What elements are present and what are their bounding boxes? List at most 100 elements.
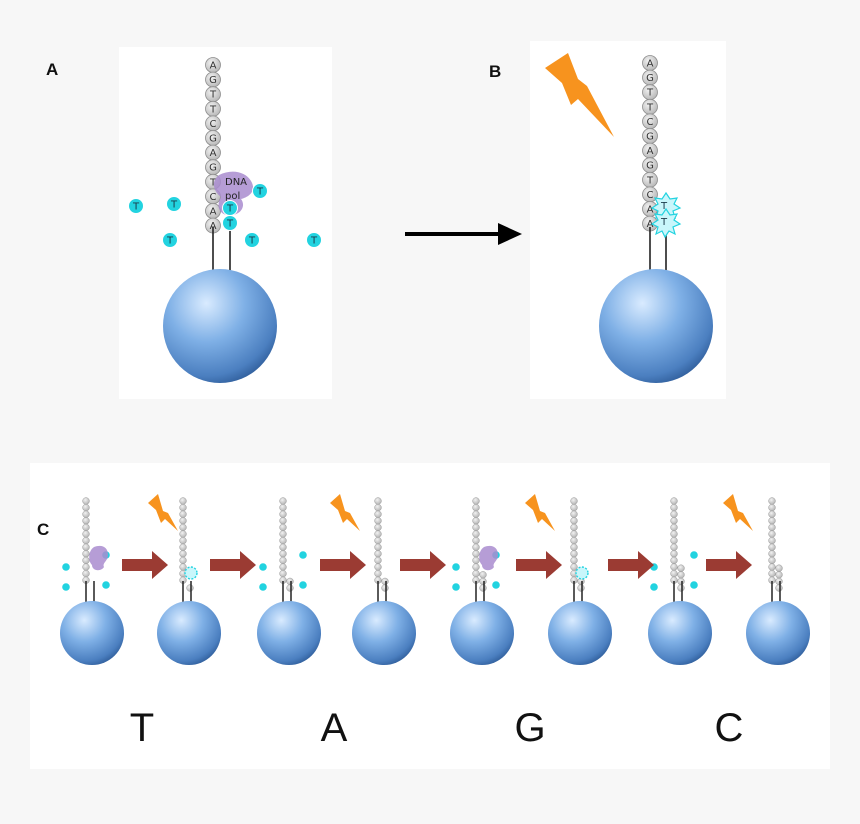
strand-base [179,536,187,545]
strand-base [768,556,776,565]
strand-base [768,510,776,518]
strand-base [279,563,287,571]
bead [157,601,221,665]
strand-base-label: T [646,102,654,113]
bead [746,601,810,665]
strand-base-label: A [210,207,217,218]
bead [599,269,713,383]
strand-base [82,510,90,518]
step-arrow-icon [320,551,366,579]
strand-base [570,497,578,505]
extended-base [186,584,194,592]
strand-base [670,497,678,505]
extended-base [677,577,685,586]
strand-base [82,543,90,551]
strand-base-label: G [209,163,217,174]
strand-base [179,543,187,551]
strand-base [374,536,382,545]
extended-base [381,577,389,586]
strand-base [279,536,287,545]
nucleotide-t [128,198,144,214]
nucleotide-label: T [170,200,178,211]
strand-base-label: G [209,134,217,145]
strand-base [472,556,480,565]
nucleotide-label: T [248,236,256,247]
dna-polymerase [479,545,498,571]
bead [257,601,321,665]
strand-base [570,517,578,525]
strand-base [179,550,187,558]
extended-base [775,571,783,579]
strand-base [82,503,90,512]
strand-base [670,543,678,551]
strand-base [472,543,480,551]
strand-base [374,517,382,525]
strand-base [670,530,678,538]
bead [450,601,514,665]
strand-base [768,530,776,538]
strand-base [374,569,382,578]
strand-base [279,503,287,512]
extended-base [479,584,487,592]
strand-base [670,503,678,512]
strand-base [374,556,382,565]
strand-base [768,523,776,532]
strand-base [279,510,287,518]
strand-base-label: C [647,117,654,128]
strand-base [670,517,678,525]
incorporated-t-1: T [660,201,668,212]
step-5 [450,497,514,665]
strand-base [374,503,382,512]
strand-base [472,563,480,571]
strand-base [82,536,90,545]
extended-base [286,577,294,586]
strand-base-label: A [647,59,654,70]
step-arrow-icon [516,551,562,579]
strand-base-label: C [647,190,654,201]
strand-base-label: A [210,61,217,72]
light-flash-icon [723,494,753,531]
strand-base-label: G [209,75,217,86]
strand-base [768,569,776,578]
step-1 [60,497,124,665]
strand-base [768,550,776,558]
bead [548,601,612,665]
strand-base [570,503,578,512]
step-4 [352,497,416,665]
strand-base-label: A [647,219,654,230]
dna-polymerase [89,545,108,571]
strand-base [82,556,90,565]
strand-base [570,510,578,518]
strand-base [82,530,90,538]
strand-base [179,523,187,532]
nucleotide [62,583,70,591]
strand-base [570,536,578,545]
strand-base [374,550,382,558]
strand-base-label: A [647,146,654,157]
strand-base [472,569,480,578]
strand-base [179,517,187,525]
strand-base [374,510,382,518]
strand-base [374,530,382,538]
nucleotide-label: T [310,236,318,247]
strand-base [768,543,776,551]
bead [648,601,712,665]
strand-base [82,550,90,558]
nucleotide [299,551,307,559]
extended-base [775,577,783,586]
strand-base [472,536,480,545]
strand-base-label: T [646,175,654,186]
strand-base [670,510,678,518]
nucleotide-t [252,183,268,199]
strand-base [279,556,287,565]
strand-base-label: T [646,88,654,99]
incorporated-t-2: T [660,217,668,228]
strand-base [374,523,382,532]
nucleotide-t [222,215,238,231]
strand-base [279,543,287,551]
